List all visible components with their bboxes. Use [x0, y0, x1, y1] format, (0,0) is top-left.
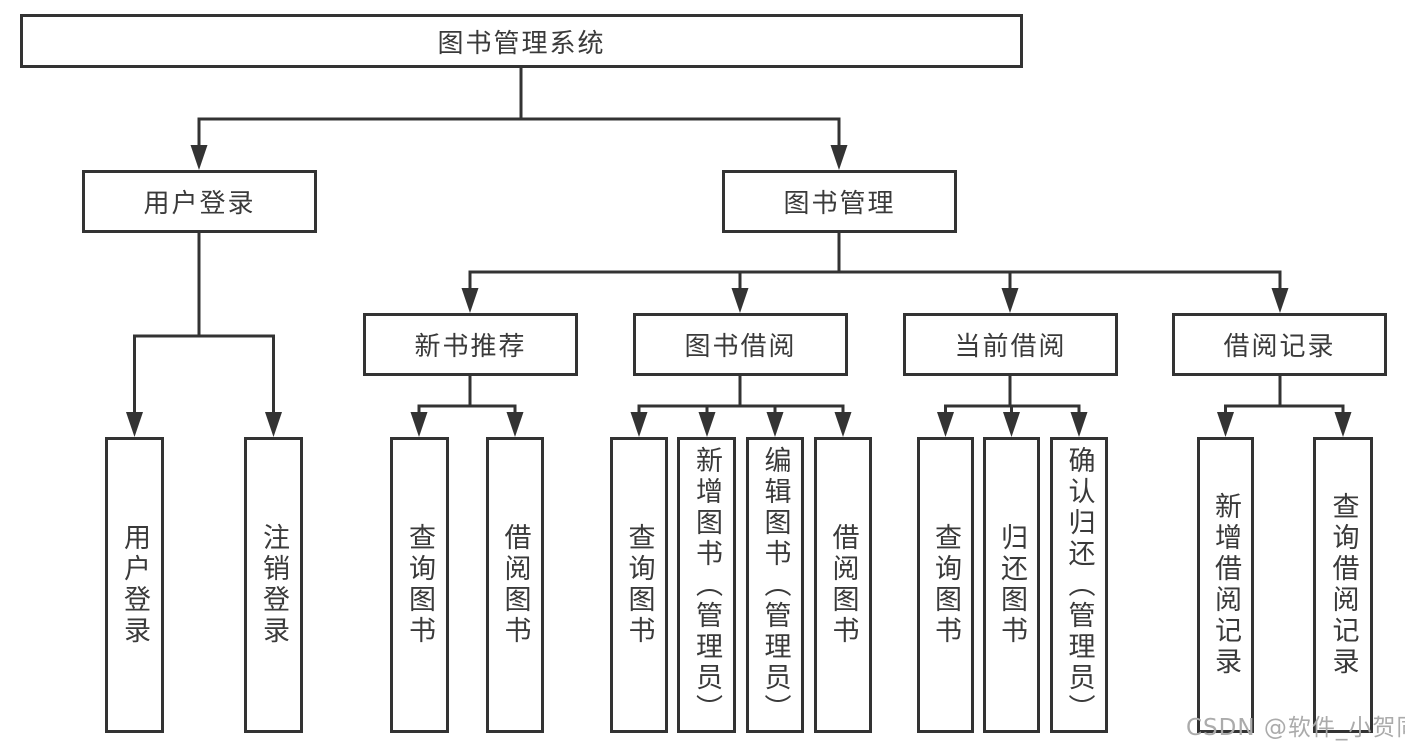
leaf-confirm-return-admin: 确认归还（管理员） [1050, 437, 1108, 733]
csdn-watermark: CSDN @软件_小贺同学 [1186, 715, 1405, 741]
leaf-query-books-current: 查询图书 [917, 437, 974, 733]
leaf-add-borrow-record: 新增借阅记录 [1197, 437, 1254, 733]
node-borrow-record: 借阅记录 [1172, 313, 1387, 376]
leaf-borrow-books-recommend: 借阅图书 [486, 437, 544, 733]
node-new-book-recommend: 新书推荐 [363, 313, 578, 376]
leaf-user-login: 用户登录 [105, 437, 164, 733]
node-book-borrow: 图书借阅 [633, 313, 848, 376]
node-book-management: 图书管理 [722, 170, 957, 233]
node-current-borrow: 当前借阅 [903, 313, 1118, 376]
leaf-query-books-borrow: 查询图书 [610, 437, 668, 733]
node-root-library-system: 图书管理系统 [20, 14, 1023, 68]
leaf-borrow-books: 借阅图书 [814, 437, 872, 733]
leaf-query-borrow-record: 查询借阅记录 [1313, 437, 1373, 733]
leaf-logout: 注销登录 [244, 437, 303, 733]
leaf-edit-books-admin: 编辑图书（管理员） [746, 437, 804, 733]
node-user-login: 用户登录 [82, 170, 317, 233]
arrowheads [126, 145, 1352, 437]
leaf-query-books-recommend: 查询图书 [390, 437, 449, 733]
leaf-return-books: 归还图书 [983, 437, 1040, 733]
leaf-add-books-admin: 新增图书（管理员） [677, 437, 736, 733]
